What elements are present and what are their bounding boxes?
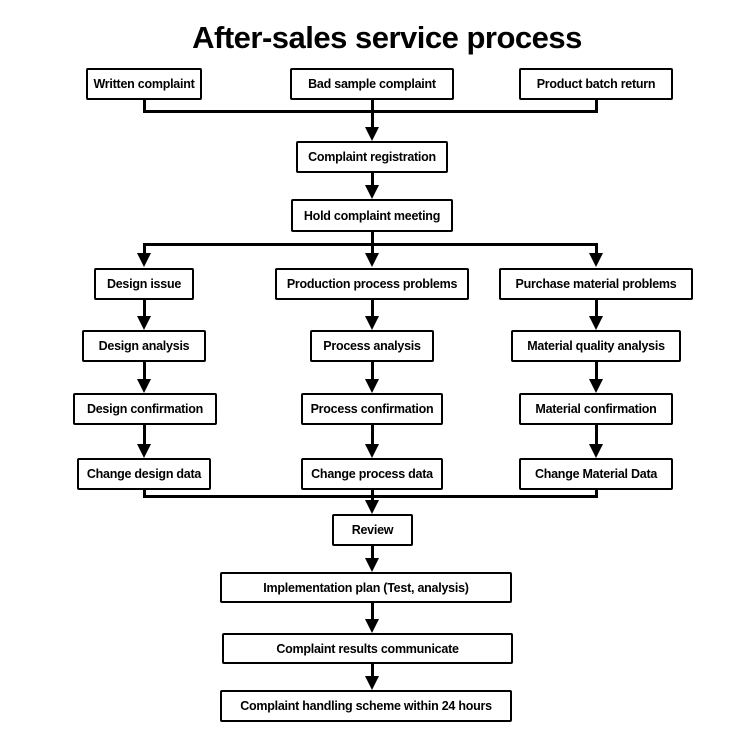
arrow-head-icon xyxy=(589,444,603,458)
connector-line xyxy=(594,362,598,383)
page-title: After-sales service process xyxy=(192,20,582,55)
connector-line xyxy=(142,362,146,383)
connector-line xyxy=(142,244,146,257)
arrow-head-icon xyxy=(137,379,151,393)
node-complaint-results-communicate: Complaint results communicate xyxy=(222,633,513,664)
arrow-head-icon xyxy=(365,676,379,690)
connector-line xyxy=(370,244,374,257)
arrow-head-icon xyxy=(589,316,603,330)
node-implementation-plan: Implementation plan (Test, analysis) xyxy=(220,572,512,603)
arrow-head-icon xyxy=(365,185,379,199)
connector-line xyxy=(370,100,374,131)
arrow-head-icon xyxy=(137,444,151,458)
node-change-material-data: Change Material Data xyxy=(519,458,673,490)
connector-line xyxy=(142,490,146,498)
connector-line xyxy=(142,300,146,320)
connector-line xyxy=(370,425,374,448)
node-process-confirmation: Process confirmation xyxy=(301,393,443,425)
connector-line xyxy=(594,300,598,320)
node-production-process-problems: Production process problems xyxy=(275,268,469,300)
connector-line xyxy=(142,100,146,112)
connector-line xyxy=(370,664,374,680)
node-process-analysis: Process analysis xyxy=(310,330,434,362)
arrow-head-icon xyxy=(137,316,151,330)
node-design-analysis: Design analysis xyxy=(82,330,206,362)
arrow-head-icon xyxy=(365,558,379,572)
connector-line xyxy=(142,109,598,113)
node-complaint-handling-scheme: Complaint handling scheme within 24 hour… xyxy=(220,690,512,722)
connector-line xyxy=(142,425,146,448)
arrow-head-icon xyxy=(589,253,603,267)
node-change-process-data: Change process data xyxy=(301,458,443,490)
connector-line xyxy=(370,603,374,623)
node-change-design-data: Change design data xyxy=(77,458,211,490)
arrow-head-icon xyxy=(365,379,379,393)
connector-line xyxy=(594,425,598,448)
arrow-head-icon xyxy=(365,444,379,458)
connector-line xyxy=(370,300,374,320)
node-bad-sample-complaint: Bad sample complaint xyxy=(290,68,454,100)
node-review: Review xyxy=(332,514,413,546)
arrow-head-icon xyxy=(365,127,379,141)
node-material-quality-analysis: Material quality analysis xyxy=(511,330,681,362)
connector-line xyxy=(142,242,598,246)
connector-line xyxy=(594,490,598,498)
arrow-head-icon xyxy=(365,619,379,633)
connector-line xyxy=(594,100,598,112)
arrow-head-icon xyxy=(365,316,379,330)
connector-line xyxy=(370,362,374,383)
node-complaint-registration: Complaint registration xyxy=(296,141,448,173)
node-design-issue: Design issue xyxy=(94,268,194,300)
connector-line xyxy=(142,494,598,498)
node-design-confirmation: Design confirmation xyxy=(73,393,217,425)
node-material-confirmation: Material confirmation xyxy=(519,393,673,425)
node-product-batch-return: Product batch return xyxy=(519,68,673,100)
node-purchase-material-problems: Purchase material problems xyxy=(499,268,693,300)
connector-line xyxy=(594,244,598,257)
connector-line xyxy=(370,173,374,189)
connector-line xyxy=(370,232,374,245)
node-written-complaint: Written complaint xyxy=(86,68,202,100)
arrow-head-icon xyxy=(365,253,379,267)
connector-line xyxy=(370,546,374,562)
node-hold-complaint-meeting: Hold complaint meeting xyxy=(291,199,453,232)
arrow-head-icon xyxy=(589,379,603,393)
arrow-head-icon xyxy=(137,253,151,267)
arrow-head-icon xyxy=(365,500,379,514)
